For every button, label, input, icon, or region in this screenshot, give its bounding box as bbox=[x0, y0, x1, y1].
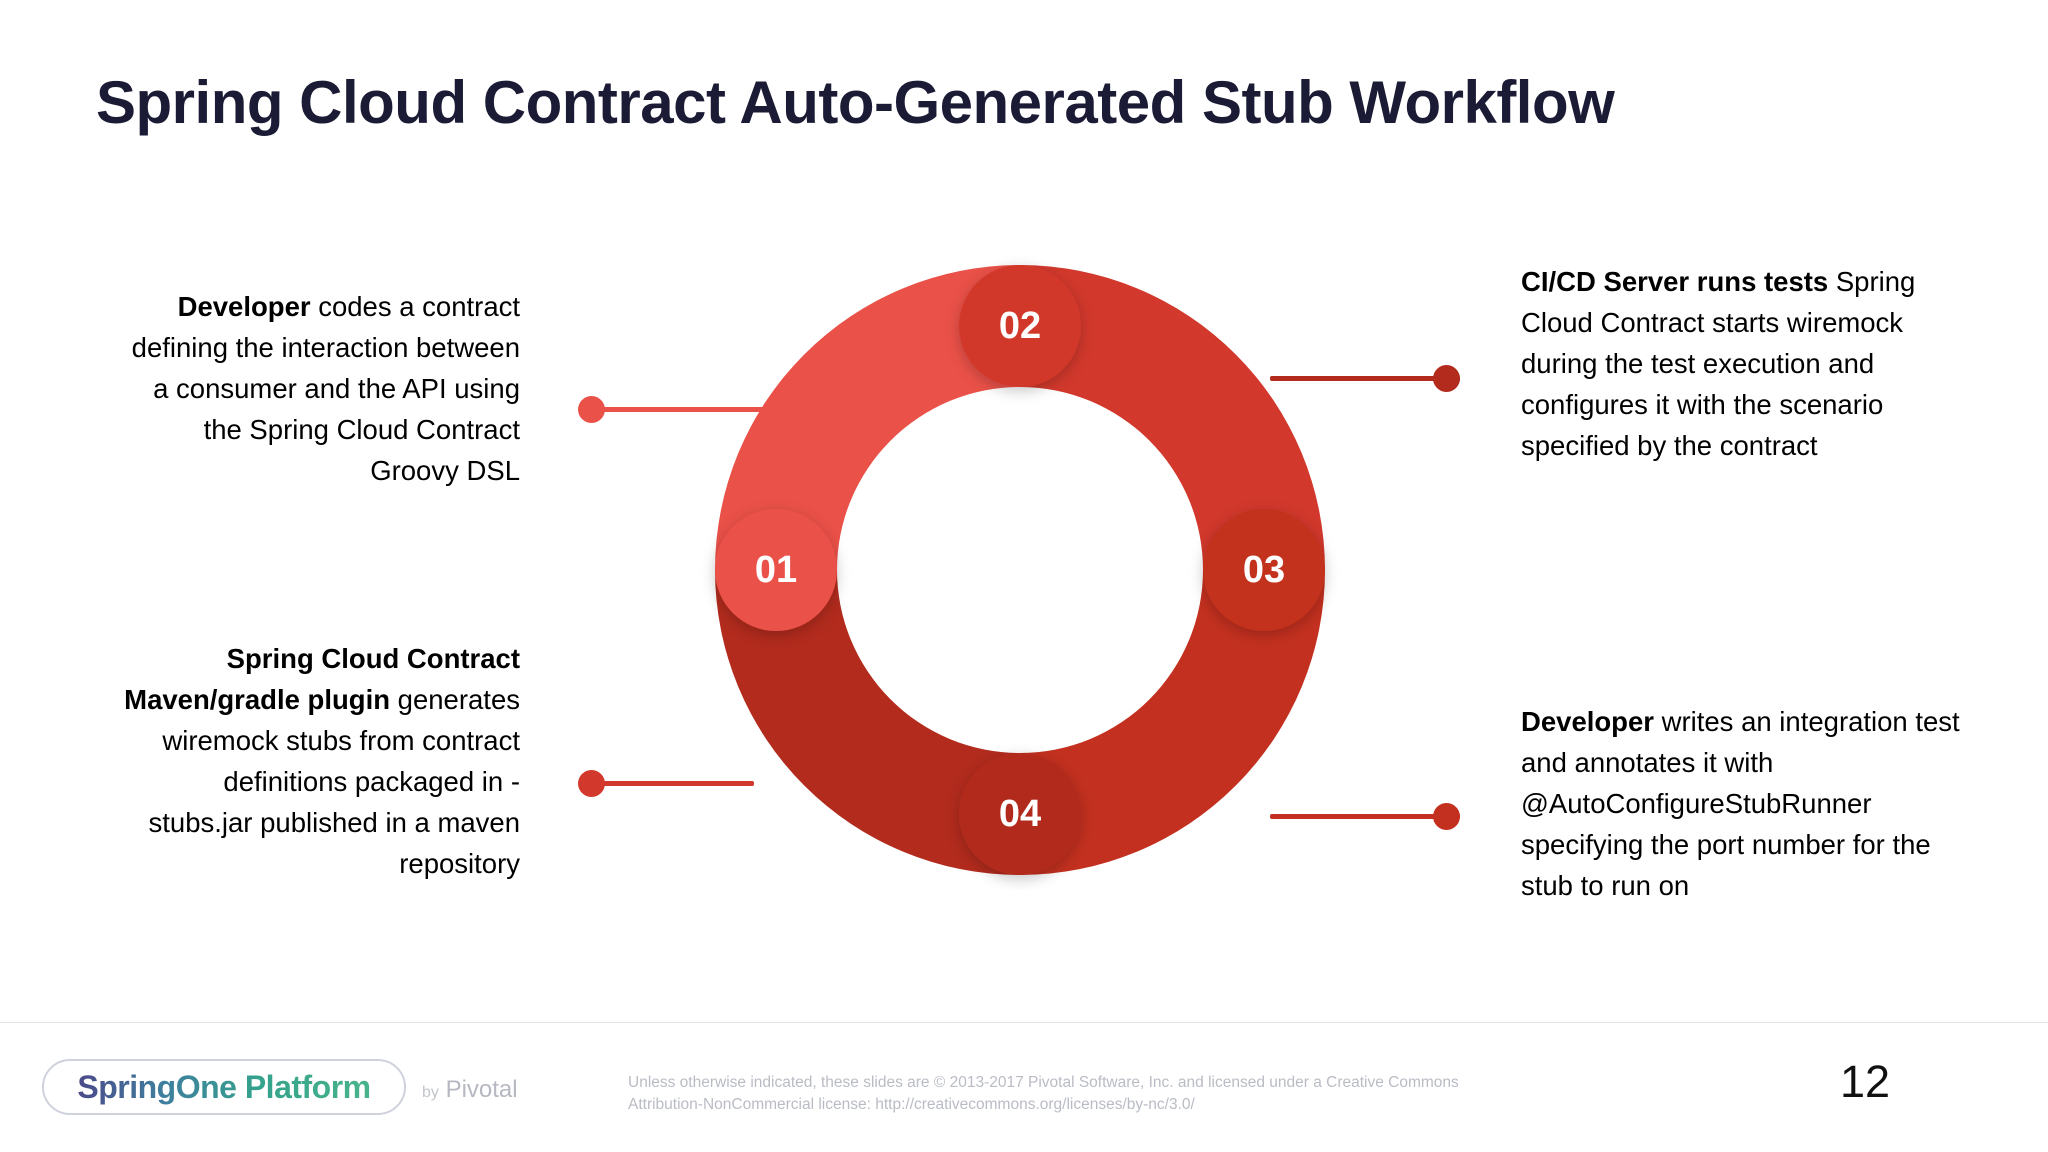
connector-dot-step-02 bbox=[578, 770, 605, 797]
step-lead-02: Spring Cloud Contract Maven/gradle plugi… bbox=[124, 643, 520, 715]
page-number: 12 bbox=[1840, 1056, 1891, 1107]
step-body-02: generates wiremock stubs from contract d… bbox=[148, 684, 520, 879]
donut-segment-02 bbox=[1020, 265, 1325, 570]
connector-dot-step-01 bbox=[578, 396, 605, 423]
step-body-03: writes an integration test and annotates… bbox=[1521, 706, 1960, 901]
donut-cap-02 bbox=[959, 265, 1081, 387]
by-pivotal-logo: by Pivotal bbox=[422, 1076, 518, 1104]
by-label: by bbox=[422, 1084, 439, 1101]
step-lead-03: Developer bbox=[1521, 706, 1654, 737]
springone-platform-logo: SpringOne Platform bbox=[42, 1059, 406, 1115]
step-description-04: CI/CD Server runs tests Spring Cloud Con… bbox=[1521, 261, 1961, 466]
step-body-01: codes a contract defining the interactio… bbox=[131, 291, 520, 486]
donut-workflow-chart: 01 02 03 04 bbox=[700, 250, 1340, 890]
step-description-03: Developer writes an integration test and… bbox=[1521, 701, 1961, 906]
donut-cap-01 bbox=[715, 509, 837, 631]
donut-label-03: 03 bbox=[1243, 549, 1285, 591]
springone-wordmark: SpringOne Platform bbox=[77, 1068, 371, 1105]
pivotal-wordmark: Pivotal bbox=[445, 1076, 518, 1103]
connector-dot-step-03 bbox=[1433, 803, 1460, 830]
donut-segment-04 bbox=[715, 570, 1020, 875]
step-lead-04: CI/CD Server runs tests bbox=[1521, 266, 1829, 297]
footer-divider bbox=[0, 1022, 2048, 1023]
connector-line-step-04 bbox=[1270, 376, 1460, 381]
donut-segment-01 bbox=[715, 265, 1020, 570]
step-lead-01: Developer bbox=[177, 291, 311, 322]
donut-label-01: 01 bbox=[755, 549, 797, 591]
connector-line-step-02 bbox=[582, 781, 754, 786]
donut-label-04: 04 bbox=[999, 793, 1041, 835]
donut-cap-03 bbox=[1203, 509, 1325, 631]
donut-segment-03 bbox=[1020, 570, 1325, 875]
connector-line-step-03 bbox=[1270, 814, 1460, 819]
copyright-notice: Unless otherwise indicated, these slides… bbox=[628, 1074, 1459, 1113]
donut-label-02: 02 bbox=[999, 305, 1041, 347]
step-description-01: Developer codes a contract defining the … bbox=[120, 286, 520, 491]
connector-line-step-01 bbox=[582, 407, 772, 412]
page-title: Spring Cloud Contract Auto-Generated Stu… bbox=[96, 69, 1615, 136]
connector-dot-step-04 bbox=[1433, 365, 1460, 392]
step-body-04: Spring Cloud Contract starts wiremock du… bbox=[1521, 266, 1916, 461]
step-description-02: Spring Cloud Contract Maven/gradle plugi… bbox=[120, 638, 520, 884]
donut-cap-04 bbox=[959, 753, 1081, 875]
